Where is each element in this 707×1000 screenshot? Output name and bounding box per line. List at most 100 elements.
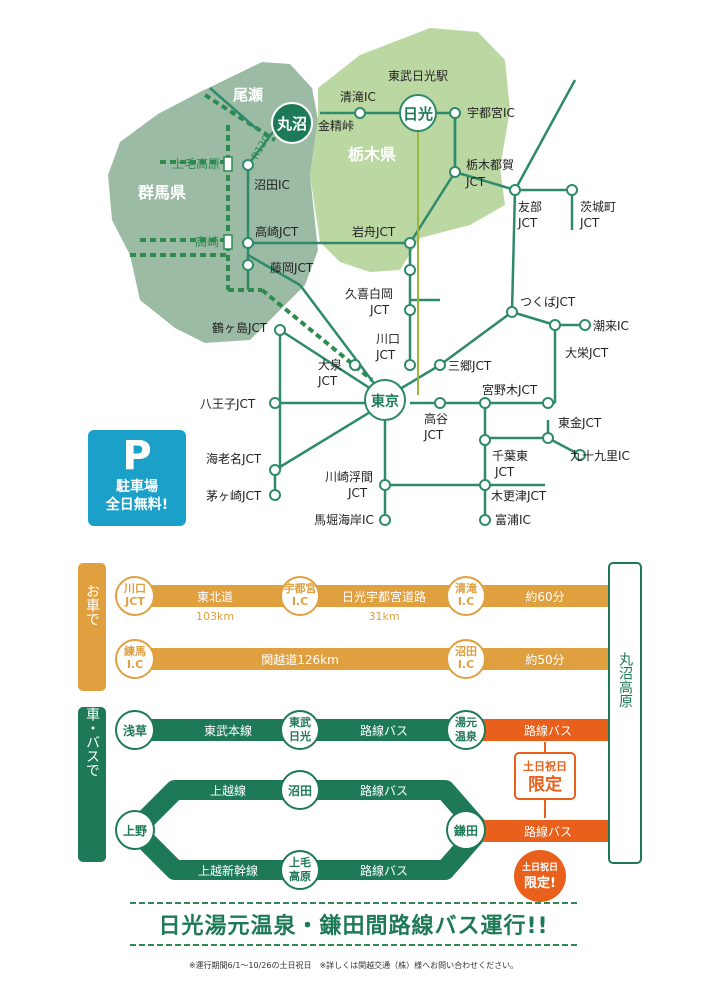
- futtsu-label: 富浦IC: [495, 512, 531, 527]
- train-side-label: 電車・バスで: [84, 693, 100, 777]
- train1-mid: 東武: [289, 715, 311, 729]
- gunma-label: 群馬県: [138, 183, 186, 202]
- takaya-label: 高谷: [424, 411, 448, 426]
- stamp-line2: 限定!: [524, 875, 556, 891]
- kuki-label-2: JCT: [369, 303, 390, 317]
- limited-box: [514, 752, 576, 800]
- train2-lower-seg: 上越新幹線: [198, 863, 258, 878]
- car2-time: 約50分: [525, 652, 564, 667]
- car1-seg2: 日光宇都宮道路: [342, 589, 426, 604]
- tokyo-hub: [364, 379, 406, 421]
- ooizumi-label: 大泉: [318, 358, 342, 372]
- train1-end: 湯元: [455, 715, 477, 729]
- train2-upper-mid: 沼田: [288, 784, 312, 798]
- train2-end: 鎌田: [453, 823, 478, 838]
- mahori-label: 馬堀海岸IC: [314, 512, 374, 527]
- train2-start: 上野: [123, 823, 147, 838]
- marunuma-label: 丸沼: [276, 115, 307, 133]
- train2-lower-mid-2: 高原: [289, 869, 311, 883]
- train1-seg2: 路線バス: [360, 723, 408, 738]
- footer-title: 日光湯元温泉・鎌田間路線バス運行!!: [158, 914, 549, 939]
- limited-line1: 土日祝日: [523, 759, 567, 773]
- nikko-label: 日光: [403, 105, 433, 123]
- kiyotaki-label: 清滝IC: [340, 90, 376, 104]
- destination-label: 丸沼高原: [617, 652, 633, 708]
- iwafune-jct-label: 岩舟JCT: [352, 224, 396, 239]
- tsurugashima-label: 鶴ヶ島JCT: [212, 320, 268, 335]
- higashikane-label: 東金JCT: [558, 415, 602, 430]
- destination-box: [608, 562, 642, 864]
- kawasaki-label: 川崎浮間: [325, 470, 373, 484]
- train2-lower-mid: 上毛: [289, 855, 311, 869]
- parking-icon: P: [122, 433, 152, 479]
- kawaguchi-label-2: JCT: [375, 348, 396, 362]
- car2-end: 沼田: [455, 644, 477, 658]
- car1-mid: 宇都宮: [284, 581, 317, 595]
- kawasaki-label-2: JCT: [347, 486, 368, 500]
- tochigi-region: [310, 28, 510, 272]
- ohe-jct-label: 大栄JCT: [565, 346, 609, 360]
- tochigi-tsuga-label: 栃木都賀: [466, 158, 514, 172]
- train1-seg3: 路線バス: [524, 723, 572, 738]
- train2-upper-bus: 路線バス: [360, 783, 408, 798]
- limited-stamp: [514, 850, 566, 902]
- tochigi-tsuga-label-2: JCT: [465, 175, 486, 189]
- misato-jct-label: 三郷JCT: [448, 359, 492, 373]
- ibarakimachi-label-2: JCT: [579, 216, 600, 230]
- chigasaki-label: 茅ヶ崎JCT: [206, 489, 262, 503]
- car1-start-2: JCT: [124, 595, 145, 608]
- car1-time: 約60分: [525, 589, 564, 604]
- tochigi-label: 栃木県: [348, 145, 396, 164]
- car2-start-2: I.C: [127, 658, 143, 671]
- car2-start: 練馬: [124, 644, 146, 658]
- miyanogi-jct-label: 宮野木JCT: [482, 382, 538, 397]
- takasaki-jct-label: 高崎JCT: [255, 224, 299, 239]
- ooizumi-label-2: JCT: [317, 374, 338, 388]
- tokyo-label: 東京: [371, 393, 399, 410]
- footer-note: ※運行期間6/1～10/26の土日祝日 ※詳しくは関越交通（株）様へお問い合わせ…: [188, 961, 519, 970]
- parking-line2: 全日無料!: [105, 497, 169, 513]
- takaya-label-2: JCT: [423, 428, 444, 442]
- nikko-hub: [399, 94, 437, 132]
- konsei-label: 金精峠: [318, 118, 354, 133]
- kuki-label: 久喜白岡: [345, 286, 393, 301]
- car1-seg1: 東北道: [197, 590, 233, 604]
- car1-seg2-km: 31km: [368, 610, 399, 623]
- ibarakimachi-label: 茨城町: [580, 200, 616, 214]
- utsunomiya-ic-label: 宇都宮IC: [467, 105, 515, 120]
- car-side-label: お車で: [84, 584, 100, 626]
- tsukuba-jct-label: つくばJCT: [520, 295, 576, 309]
- chibahigashi-label-2: JCT: [494, 465, 515, 479]
- car1-start: 川口: [123, 582, 146, 595]
- takasaki-label: 高崎: [195, 234, 219, 249]
- car2-seg: 関越道126km: [261, 653, 339, 667]
- kujukuri-label: 九十九里IC: [570, 449, 630, 463]
- train2-seg-final: 路線バス: [524, 824, 572, 839]
- train2-upper-seg: 上越線: [210, 783, 246, 798]
- numata-ic-label: 沼田IC: [254, 178, 290, 192]
- car1-mid-2: I.C: [292, 595, 308, 608]
- parking-badge: P 駐車場 全日無料!: [88, 430, 186, 526]
- oze-label: 尾瀬: [233, 86, 263, 104]
- kisarazu-label: 木更津JCT: [491, 489, 547, 503]
- car1-seg1-km: 103km: [196, 610, 234, 623]
- kamimoku-label: 上毛高原: [172, 156, 220, 171]
- limited-line2: 限定: [528, 774, 562, 795]
- hachioji-jct-label: 八王子JCT: [200, 397, 256, 411]
- kawaguchi-label: 川口: [376, 332, 400, 346]
- itako-ic-label: 潮来IC: [593, 318, 629, 333]
- car1-end-2: I.C: [458, 595, 474, 608]
- tomobe-label-2: JCT: [517, 216, 538, 230]
- fujioka-jct-label: 藤岡JCT: [270, 261, 314, 275]
- stamp-line1: 土日祝日: [522, 861, 558, 873]
- car1-end: 清滝: [455, 581, 477, 595]
- train1-mid-2: 日光: [289, 729, 311, 743]
- marunuma-hub: [271, 102, 313, 144]
- tomobe-label: 友部: [518, 199, 542, 214]
- tobu-nikko-label: 東武日光駅: [388, 69, 448, 83]
- ebina-label: 海老名JCT: [206, 451, 262, 466]
- chibahigashi-label: 千葉東: [492, 449, 528, 463]
- train1-start: 浅草: [123, 723, 147, 738]
- train1-end-2: 温泉: [455, 729, 478, 743]
